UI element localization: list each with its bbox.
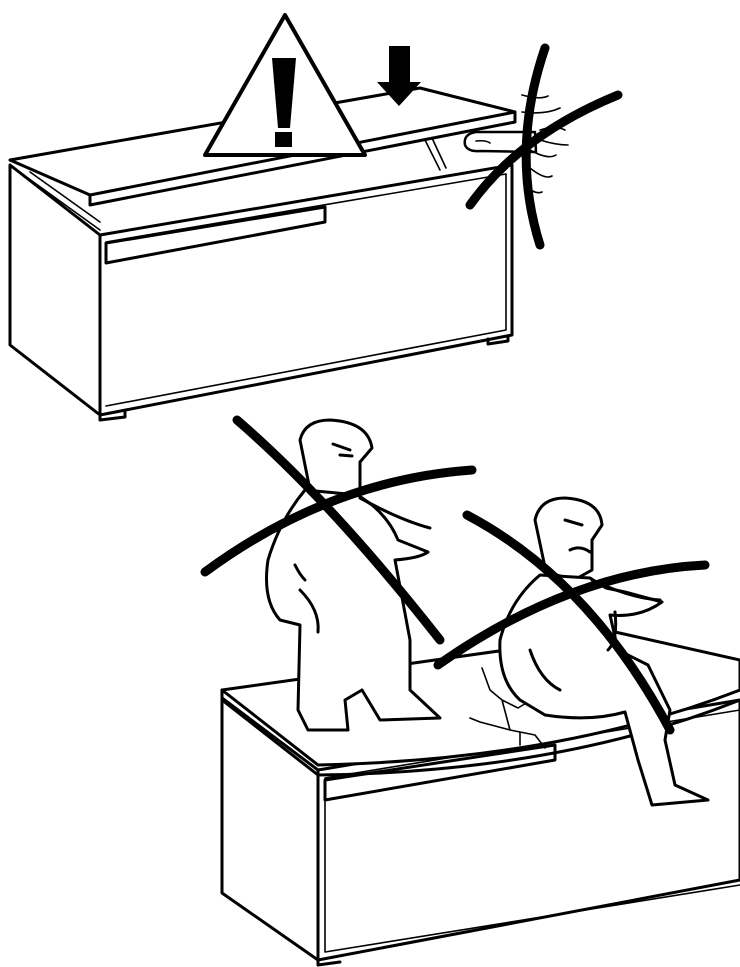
lid-hinge <box>425 138 446 170</box>
bench-side-panel <box>10 165 100 415</box>
warning-triangle-icon <box>205 15 365 155</box>
bottom-panel <box>205 420 740 965</box>
bench-front <box>100 165 512 415</box>
exclamation-dot <box>275 132 292 147</box>
top-panel <box>10 15 618 420</box>
